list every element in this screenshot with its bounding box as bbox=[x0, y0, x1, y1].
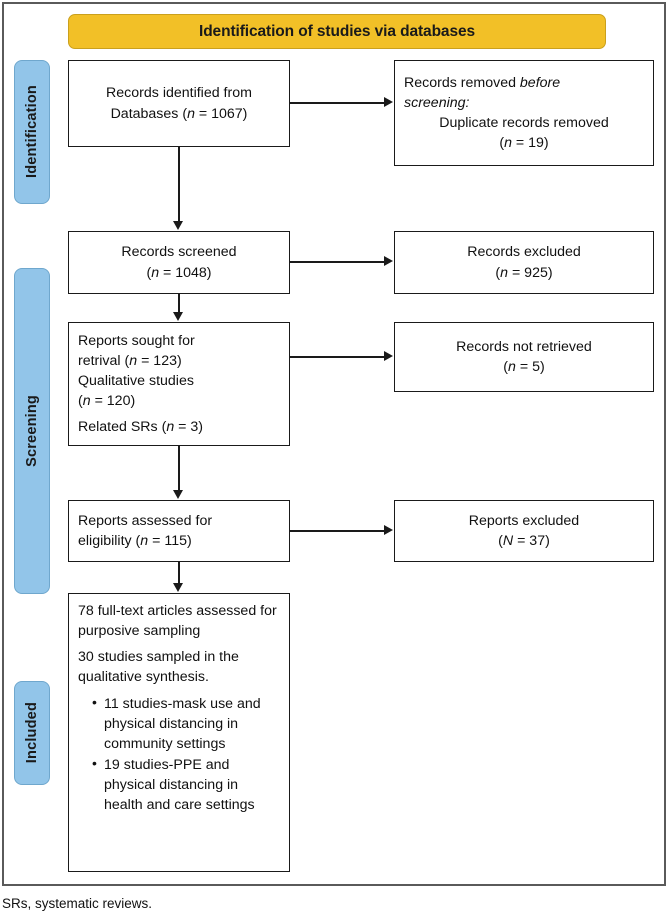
connector-sought-to-notretrieved bbox=[290, 356, 385, 358]
reports-sought-line2: retrival (n = 123) bbox=[78, 352, 182, 369]
stage-label-included-text: Included bbox=[24, 702, 40, 764]
banner-identification-via-databases: Identification of studies via databases bbox=[68, 14, 606, 49]
reports-sought-line3: Qualitative studies bbox=[78, 372, 194, 389]
box-records-excluded: Records excluded (n = 925) bbox=[394, 231, 654, 294]
box-records-removed-before-screening: Records removed before screening: Duplic… bbox=[394, 60, 654, 166]
arrowhead-right-icon bbox=[384, 256, 393, 266]
box-records-identified: Records identified from Databases (n = 1… bbox=[68, 60, 290, 147]
arrowhead-right-icon bbox=[384, 97, 393, 107]
records-not-retrieved-line2: (n = 5) bbox=[503, 359, 545, 375]
records-identified-line2: Databases (n = 1067) bbox=[110, 105, 248, 122]
box-included-summary: 78 full-text articles assessed for purpo… bbox=[68, 593, 290, 872]
records-screened-line2: (n = 1048) bbox=[146, 264, 212, 281]
stage-label-identification: Identification bbox=[14, 60, 50, 204]
connector-eligibility-to-reportsexcluded bbox=[290, 530, 385, 532]
connector-sought-to-eligibility bbox=[178, 446, 180, 491]
reports-sought-line1: Reports sought for bbox=[78, 332, 195, 349]
box-records-not-retrieved: Records not retrieved (n = 5) bbox=[394, 322, 654, 392]
records-identified-line1: Records identified from bbox=[106, 85, 252, 102]
arrowhead-right-icon bbox=[384, 351, 393, 361]
arrowhead-down-icon bbox=[173, 221, 183, 230]
box-reports-assessed-eligibility: Reports assessed for eligibility (n = 11… bbox=[68, 500, 290, 562]
arrowhead-down-icon bbox=[173, 583, 183, 592]
included-para-sampled: 30 studies sampled in the qualitative sy… bbox=[78, 649, 239, 686]
connector-eligibility-to-included bbox=[178, 562, 180, 584]
stage-label-screening: Screening bbox=[14, 268, 50, 594]
box-reports-excluded: Reports excluded (N = 37) bbox=[394, 500, 654, 562]
connector-screened-to-sought bbox=[178, 294, 180, 313]
arrowhead-right-icon bbox=[384, 525, 393, 535]
reports-assessed-line1: Reports assessed for bbox=[78, 512, 213, 529]
box-reports-sought-for-retrieval: Reports sought for retrival (n = 123) Qu… bbox=[68, 322, 290, 446]
included-bullet-list: 11 studies-mask use and physical distanc… bbox=[78, 693, 280, 816]
banner-title: Identification of studies via databases bbox=[198, 22, 476, 40]
records-screened-line1: Records screened bbox=[121, 244, 237, 261]
box-records-screened: Records screened (n = 1048) bbox=[68, 231, 290, 294]
included-bullet-item: 11 studies-mask use and physical distanc… bbox=[92, 693, 280, 754]
connector-identified-to-removed bbox=[290, 102, 385, 104]
arrowhead-down-icon bbox=[173, 312, 183, 321]
records-removed-line4: (n = 19) bbox=[499, 135, 549, 152]
included-bullet-item: 19 studies-PPE and physical distancing i… bbox=[92, 754, 280, 815]
records-not-retrieved-line1: Records not retrieved bbox=[456, 338, 592, 355]
records-excluded-line1: Records excluded bbox=[467, 244, 581, 261]
arrowhead-down-icon bbox=[173, 490, 183, 499]
stage-label-identification-text: Identification bbox=[24, 85, 40, 179]
reports-excluded-line2: (N = 37) bbox=[498, 533, 550, 549]
records-excluded-line2: (n = 925) bbox=[495, 264, 553, 281]
stage-label-included: Included bbox=[14, 681, 50, 785]
stage-label-screening-text: Screening bbox=[24, 395, 40, 467]
included-para-fulltext: 78 full-text articles assessed for purpo… bbox=[78, 603, 277, 640]
connector-screened-to-excluded bbox=[290, 261, 385, 263]
connector-identified-to-screened bbox=[178, 147, 180, 222]
reports-excluded-line1: Reports excluded bbox=[468, 512, 580, 529]
records-removed-line3: Duplicate records removed bbox=[439, 115, 609, 131]
reports-sought-line5: Related SRs (n = 3) bbox=[78, 419, 203, 436]
figure-caption: SRs, systematic reviews. bbox=[2, 896, 153, 911]
records-removed-line2: screening: bbox=[404, 94, 470, 111]
reports-sought-line4: (n = 120) bbox=[78, 393, 136, 410]
records-removed-line1: Records removed before bbox=[404, 74, 561, 91]
reports-assessed-line2: eligibility (n = 115) bbox=[78, 533, 192, 549]
